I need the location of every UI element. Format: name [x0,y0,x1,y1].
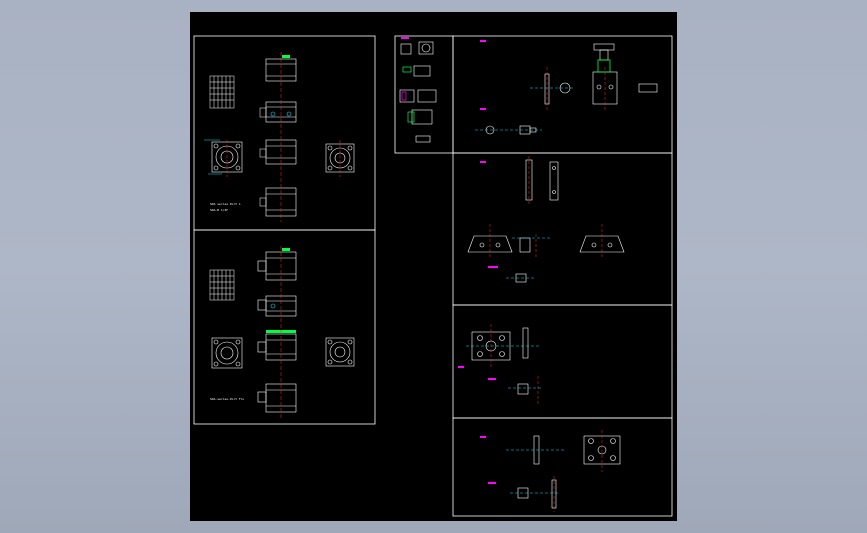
right-top-small-frame [394,35,454,154]
right-frame-1-color [475,40,611,131]
cad-drawing: SDA series Port 1 SDA-B 1/4F [193,35,673,517]
left-bottom-frame [193,229,376,425]
hole-grid-icon [209,269,235,301]
hole-grid-icon [209,75,235,109]
left-top-note-1: SDA series Port 1 [210,202,241,206]
right-frame-1-parts [485,43,658,135]
right-frame-2 [452,152,673,306]
right-frame-2-color [480,156,603,279]
right-frame-3 [452,304,673,419]
right-frame-4-color [480,430,603,512]
right-frame-4-parts [517,435,621,509]
cad-drawing-canvas[interactable]: SDA series Port 1 SDA-B 1/4F [190,12,677,521]
right-frame-4 [452,417,673,517]
flange-dimensions [204,139,341,177]
left-bottom-note: SDA-series-Port Fin [210,397,245,401]
clevis-bracket-icon [399,41,437,143]
right-frame-1 [452,35,673,154]
foot-mount-icon [471,327,529,395]
right-frame-3-color [458,324,542,404]
left-top-frame [193,35,376,231]
flange-plate-icon [211,141,355,173]
left-top-note-2: SDA-B 1/4F [210,208,228,212]
right-frame-2-parts [467,159,625,283]
flange-plate-icon [211,337,355,369]
small-frame-highlights [401,37,415,123]
side-view-details [259,55,292,207]
